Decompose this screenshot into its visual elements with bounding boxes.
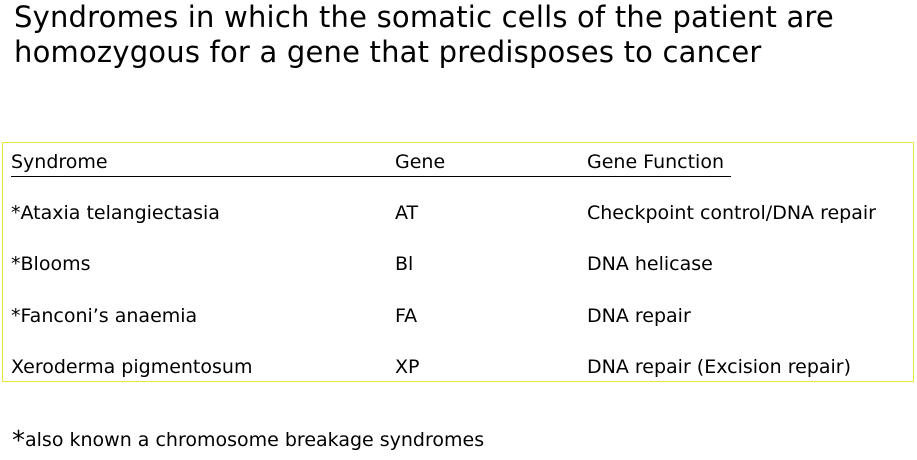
cell-gene: XP xyxy=(395,356,420,378)
header-syndrome: Syndrome xyxy=(11,151,108,173)
header-gene: Gene xyxy=(395,151,446,173)
table-header-row: Syndrome Gene Gene Function xyxy=(3,149,913,177)
cell-syndrome: *Blooms xyxy=(11,253,91,275)
cell-gene: FA xyxy=(395,305,418,327)
cell-gene-function: Checkpoint control/DNA repair xyxy=(587,202,876,224)
cell-syndrome: *Ataxia telangiectasia xyxy=(11,202,220,224)
table-row: *Ataxia telangiectasia AT Checkpoint con… xyxy=(3,200,913,226)
cell-gene-function: DNA repair xyxy=(587,305,691,327)
cell-gene: Bl xyxy=(395,253,414,275)
syndrome-table: Syndrome Gene Gene Function *Ataxia tela… xyxy=(2,142,914,382)
footnote: *also known a chromosome breakage syndro… xyxy=(12,426,484,455)
page-title: Syndromes in which the somatic cells of … xyxy=(14,0,834,69)
cell-syndrome: Xeroderma pigmentosum xyxy=(11,356,253,378)
footnote-text: also known a chromosome breakage syndrom… xyxy=(25,429,485,451)
cell-gene-function: DNA helicase xyxy=(587,253,713,275)
table-row: *Fanconi’s anaemia FA DNA repair xyxy=(3,303,913,329)
header-underline xyxy=(11,176,731,177)
table-row: Xeroderma pigmentosum XP DNA repair (Exc… xyxy=(3,354,913,380)
footnote-marker: * xyxy=(12,426,25,456)
cell-syndrome: *Fanconi’s anaemia xyxy=(11,305,198,327)
cell-gene: AT xyxy=(395,202,419,224)
table-row: *Blooms Bl DNA helicase xyxy=(3,251,913,277)
header-gene-function: Gene Function xyxy=(587,151,724,173)
cell-gene-function: DNA repair (Excision repair) xyxy=(587,356,852,378)
